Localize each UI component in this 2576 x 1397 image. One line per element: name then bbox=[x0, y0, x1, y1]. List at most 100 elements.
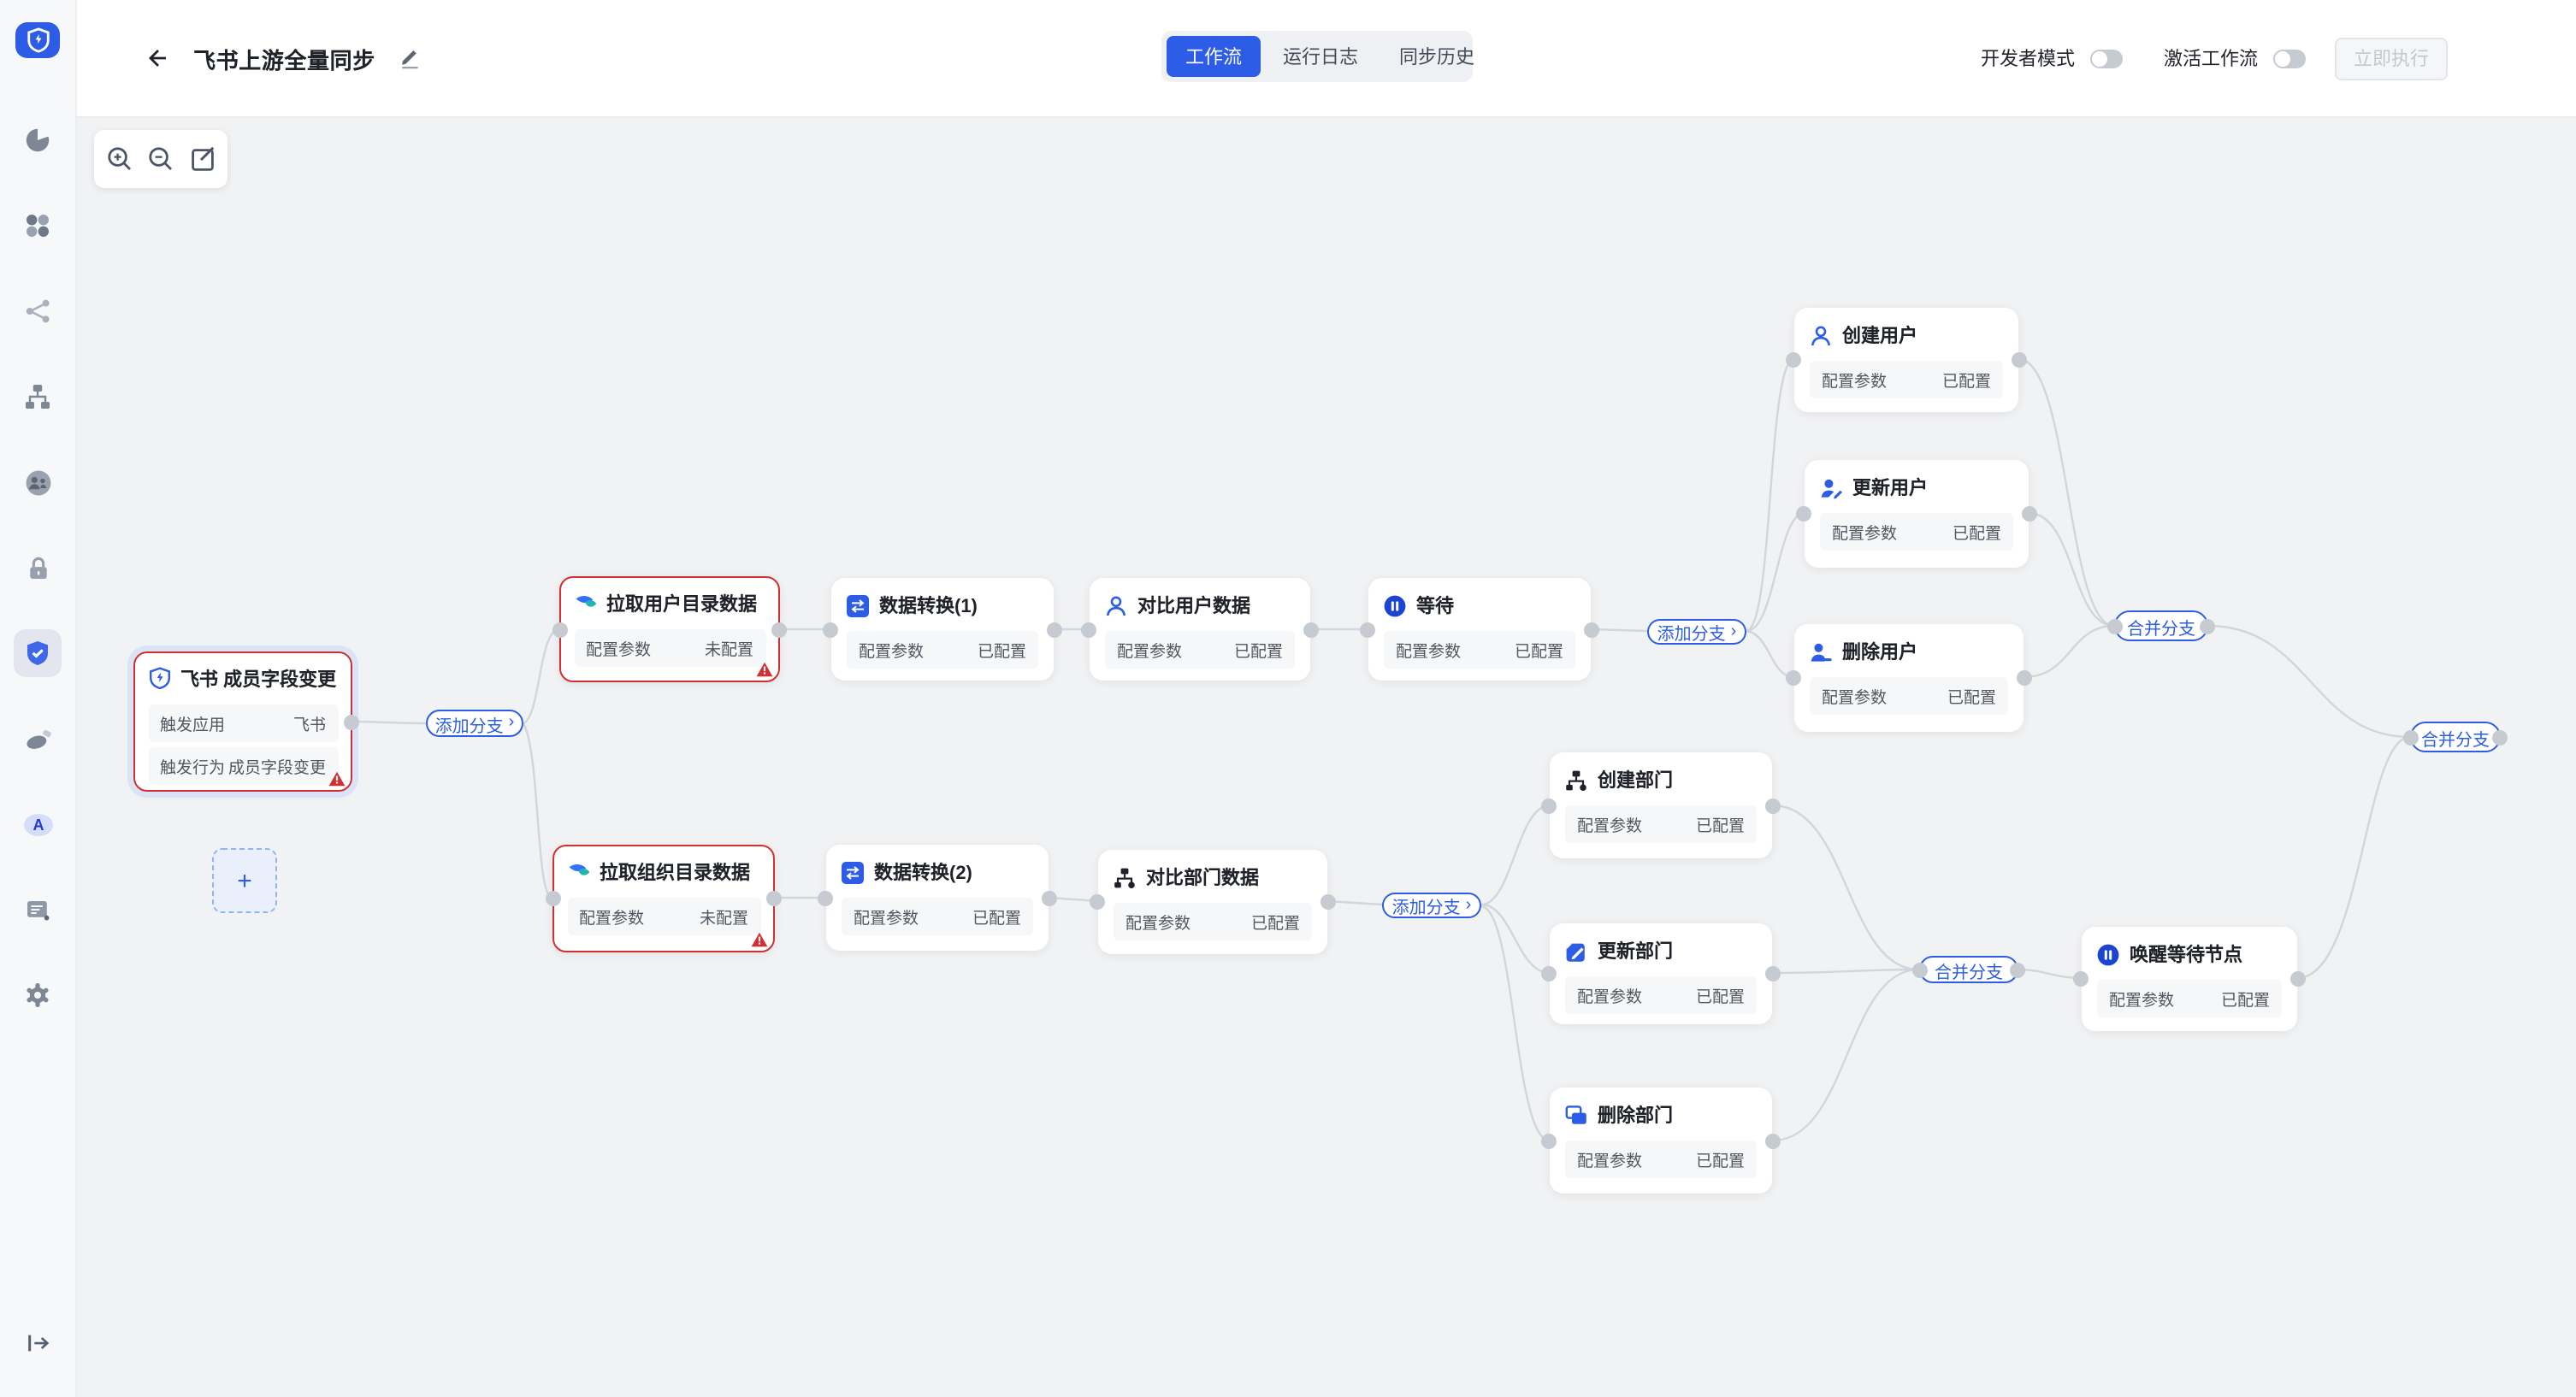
input-port[interactable] bbox=[1081, 622, 1096, 637]
stacked-boxes-icon bbox=[1565, 1105, 1586, 1123]
edit-title-button[interactable] bbox=[399, 46, 422, 70]
node-param-row: 配置参数已配置 bbox=[1810, 361, 2003, 398]
input-port[interactable] bbox=[2073, 971, 2089, 987]
node-wait[interactable]: 等待 配置参数已配置 bbox=[1360, 578, 1599, 681]
node-update-dept[interactable]: 更新部门 配置参数已配置 bbox=[1541, 923, 1781, 1024]
plus-icon: + bbox=[237, 866, 252, 895]
add-branch-button-1[interactable]: 添加分支› bbox=[426, 710, 523, 737]
sidebar-expand-button[interactable] bbox=[0, 1330, 77, 1356]
node-create-dept[interactable]: 创建部门 配置参数已配置 bbox=[1541, 752, 1781, 858]
input-port[interactable] bbox=[1786, 670, 1801, 686]
output-port[interactable] bbox=[2022, 506, 2037, 522]
sidebar-item-share[interactable] bbox=[14, 287, 62, 335]
edit-canvas-button[interactable] bbox=[186, 142, 220, 176]
output-port[interactable] bbox=[2012, 352, 2027, 368]
tab-sync-history[interactable]: 同步历史 bbox=[1399, 48, 1474, 68]
back-button[interactable] bbox=[142, 44, 169, 72]
add-branch-button-2[interactable]: 添加分支› bbox=[1647, 619, 1746, 645]
output-port[interactable] bbox=[1584, 622, 1599, 637]
node-update-user[interactable]: 更新用户 配置参数已配置 bbox=[1796, 460, 2037, 568]
input-port[interactable] bbox=[546, 891, 561, 906]
input-port[interactable] bbox=[1786, 352, 1801, 368]
sidebar: A bbox=[0, 0, 77, 1397]
dev-mode-toggle[interactable] bbox=[2090, 49, 2123, 68]
node-create-user[interactable]: 创建用户 配置参数已配置 bbox=[1786, 308, 2027, 412]
add-node-button[interactable]: + bbox=[212, 848, 277, 913]
sidebar-item-users[interactable] bbox=[14, 458, 62, 506]
output-port[interactable] bbox=[2290, 971, 2306, 987]
expand-sidebar-icon bbox=[28, 1335, 50, 1352]
output-port[interactable] bbox=[1047, 622, 1062, 637]
node-data-transform-2[interactable]: 数据转换(2) 配置参数已配置 bbox=[818, 845, 1057, 951]
users-group-icon bbox=[25, 469, 50, 495]
sidebar-nav: A bbox=[14, 116, 62, 1019]
input-port[interactable] bbox=[1541, 798, 1557, 813]
merge-branch-node-2[interactable]: 合并分支 bbox=[2403, 722, 2508, 752]
zoom-out-button[interactable] bbox=[144, 142, 178, 176]
node-param-row: 配置参数未配置 bbox=[574, 628, 765, 666]
node-param-row: 配置参数已配置 bbox=[1384, 631, 1575, 669]
user-edit-icon bbox=[1821, 478, 1842, 498]
sidebar-item-org-structure[interactable] bbox=[14, 373, 62, 421]
toggle-knob bbox=[2092, 50, 2107, 66]
output-port[interactable] bbox=[1303, 622, 1319, 637]
output-port[interactable] bbox=[1042, 890, 1057, 905]
node-compare-user-data[interactable]: 对比用户数据 配置参数已配置 bbox=[1081, 578, 1319, 681]
node-delete-dept[interactable]: 删除部门 配置参数已配置 bbox=[1541, 1088, 1781, 1194]
node-delete-user[interactable]: 删除用户 配置参数已配置 bbox=[1786, 624, 2032, 732]
workflow-canvas[interactable]: 飞书 成员字段变更 触发应用飞书 触发行为成员字段变更 添加分支› 拉取用户目录… bbox=[77, 118, 2576, 1397]
zoom-out-icon bbox=[149, 147, 172, 170]
sidebar-item-settings[interactable] bbox=[14, 971, 62, 1019]
output-port[interactable] bbox=[2200, 618, 2215, 634]
feishu-icon bbox=[575, 595, 596, 607]
input-port[interactable] bbox=[1912, 962, 1928, 977]
merge-branch-node-1[interactable]: 合并分支 bbox=[2107, 610, 2215, 641]
sidebar-item-app-a[interactable]: A bbox=[14, 800, 62, 848]
node-pull-user-directory[interactable]: 拉取用户目录数据 配置参数未配置 bbox=[552, 576, 787, 682]
node-data-transform-1[interactable]: 数据转换(1) 配置参数已配置 bbox=[823, 578, 1062, 681]
node-param-row: 配置参数已配置 bbox=[2097, 980, 2282, 1017]
output-port[interactable] bbox=[1320, 894, 1336, 910]
output-port[interactable] bbox=[771, 622, 787, 637]
activate-workflow-toggle[interactable] bbox=[2273, 49, 2306, 68]
sidebar-item-theme[interactable] bbox=[14, 715, 62, 763]
input-port[interactable] bbox=[1090, 894, 1105, 910]
app-logo-icon[interactable] bbox=[15, 22, 60, 58]
input-port[interactable] bbox=[552, 622, 568, 637]
sidebar-item-apps[interactable] bbox=[14, 202, 62, 250]
run-now-button[interactable]: 立即执行 bbox=[2335, 37, 2448, 80]
add-branch-button-3[interactable]: 添加分支› bbox=[1382, 893, 1481, 918]
merge-branch-node-3[interactable]: 合并分支 bbox=[1912, 956, 2025, 983]
sidebar-item-permissions[interactable] bbox=[14, 544, 62, 592]
feishu-icon bbox=[568, 864, 589, 875]
tab-run-logs[interactable]: 运行日志 bbox=[1283, 48, 1358, 68]
input-port[interactable] bbox=[1541, 1133, 1557, 1148]
output-port[interactable] bbox=[2017, 670, 2032, 686]
sidebar-item-sync-center[interactable] bbox=[14, 629, 62, 677]
output-port[interactable] bbox=[2492, 729, 2508, 745]
input-port[interactable] bbox=[818, 890, 833, 905]
input-port[interactable] bbox=[823, 622, 838, 637]
output-port[interactable] bbox=[1765, 1133, 1781, 1148]
node-trigger-feishu-member-field-change[interactable]: 飞书 成员字段变更 触发应用飞书 触发行为成员字段变更 bbox=[133, 651, 359, 792]
input-port[interactable] bbox=[2403, 729, 2419, 745]
node-title: 拉取用户目录数据 bbox=[606, 594, 757, 615]
output-port[interactable] bbox=[2010, 962, 2025, 977]
node-param-row: 配置参数已配置 bbox=[1105, 631, 1295, 669]
zoom-in-button[interactable] bbox=[102, 142, 136, 176]
tab-workflow[interactable]: 工作流 bbox=[1167, 36, 1261, 77]
input-port[interactable] bbox=[1541, 966, 1557, 981]
output-port[interactable] bbox=[766, 891, 782, 906]
node-param-row: 配置参数已配置 bbox=[1114, 903, 1312, 940]
output-port[interactable] bbox=[1765, 966, 1781, 981]
input-port[interactable] bbox=[1796, 506, 1811, 522]
input-port[interactable] bbox=[1360, 622, 1375, 637]
output-port[interactable] bbox=[344, 714, 359, 729]
node-compare-dept-data[interactable]: 对比部门数据 配置参数已配置 bbox=[1090, 850, 1336, 954]
sidebar-item-logs[interactable] bbox=[14, 886, 62, 934]
input-port[interactable] bbox=[2107, 618, 2123, 634]
output-port[interactable] bbox=[1765, 798, 1781, 813]
node-pull-org-directory[interactable]: 拉取组织目录数据 配置参数未配置 bbox=[546, 845, 782, 952]
node-wake-wait[interactable]: 唤醒等待节点 配置参数已配置 bbox=[2073, 927, 2306, 1031]
sidebar-item-dashboard[interactable] bbox=[14, 116, 62, 164]
